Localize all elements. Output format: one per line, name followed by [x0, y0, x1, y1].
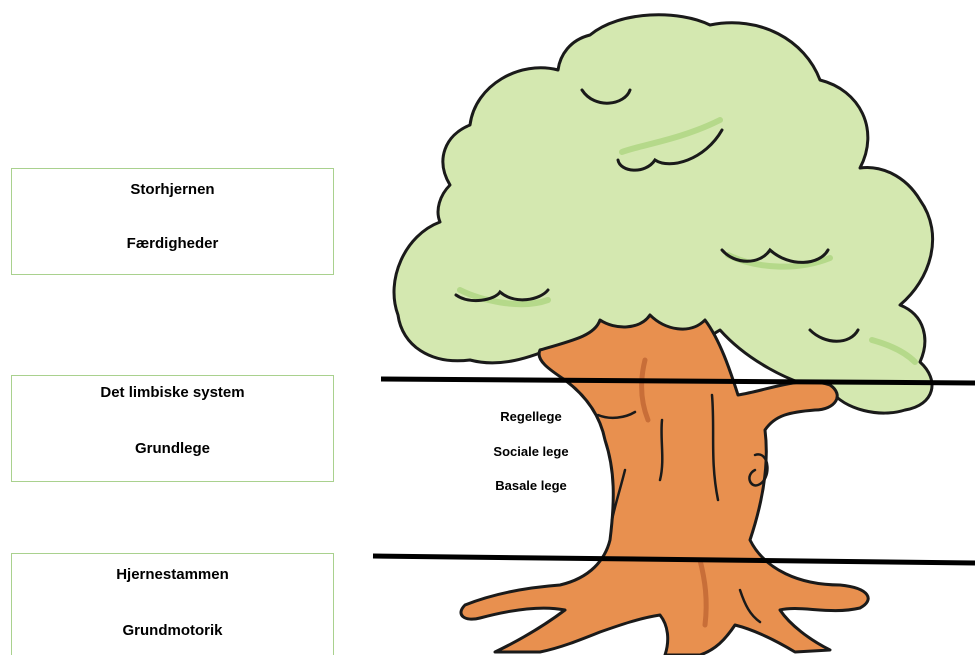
brain-region-box-brainstem: Hjernestammen Grundmotorik — [11, 553, 334, 655]
brain-region-box-storhjernen: Storhjernen Færdigheder — [11, 168, 334, 275]
box-subtitle: Grundlege — [134, 440, 210, 457]
play-type-label: Sociale lege — [493, 444, 569, 459]
box-subtitle: Grundmotorik — [122, 622, 223, 639]
brain-region-box-limbic: Det limbiske system Grundlege — [11, 375, 334, 482]
tree-trunk — [459, 313, 870, 655]
divider-lower — [372, 553, 975, 566]
tree-canopy — [392, 13, 935, 415]
divider-upper — [380, 376, 975, 386]
play-type-label: Basale lege — [495, 478, 567, 493]
box-title: Storhjernen — [130, 181, 215, 198]
play-type-label: Regellege — [500, 409, 562, 424]
box-title: Hjernestammen — [116, 566, 229, 583]
box-subtitle: Færdigheder — [126, 235, 219, 252]
box-title: Det limbiske system — [100, 384, 245, 401]
